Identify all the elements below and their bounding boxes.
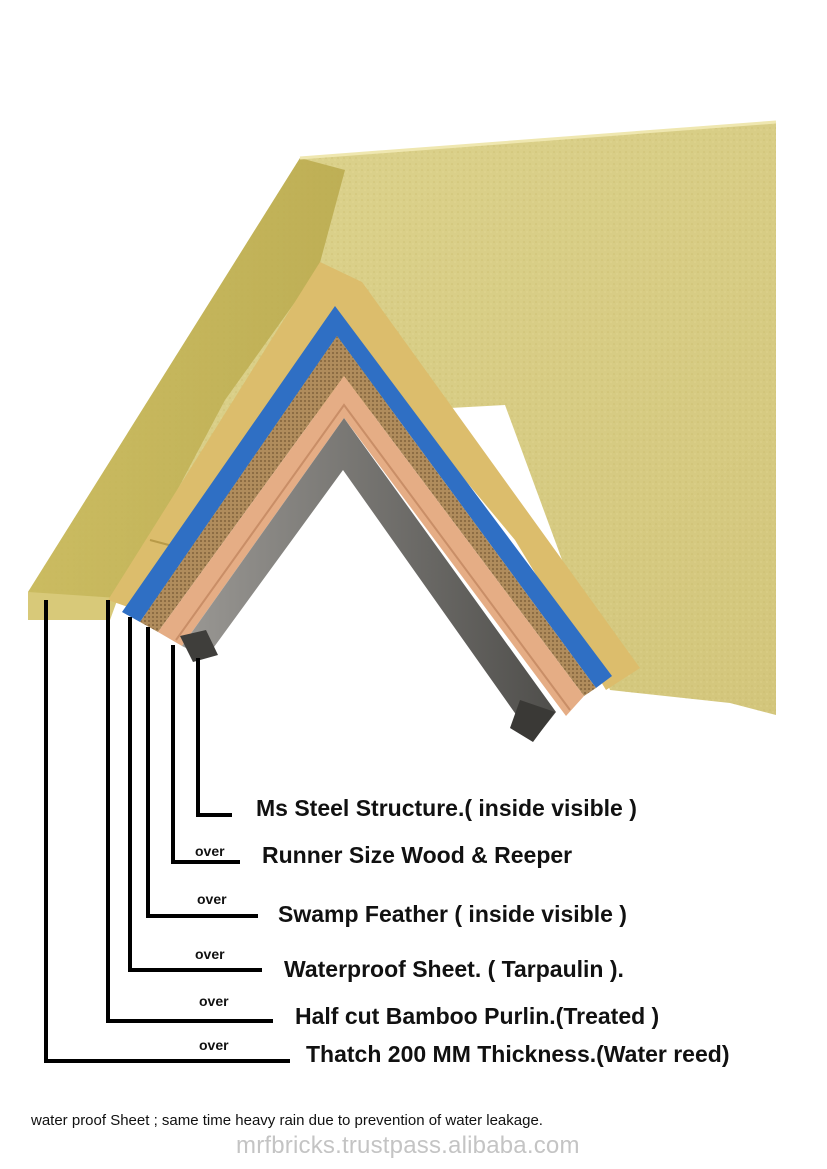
leader-bamboo [106, 600, 273, 1023]
over-label-swamp: over [197, 891, 227, 907]
leader-thatch [44, 600, 290, 1063]
label-bamboo-purlin: Half cut Bamboo Purlin.(Treated ) [295, 1003, 659, 1029]
over-label-thatch: over [199, 1037, 229, 1053]
runner-wood-edge [175, 403, 571, 711]
label-steel-structure: Ms Steel Structure.( inside visible ) [256, 795, 637, 821]
label-runner-wood: Runner Size Wood & Reeper [262, 842, 572, 868]
thatch-ridge-edge [299, 120, 777, 160]
label-waterproof-sheet: Waterproof Sheet. ( Tarpaulin ). [284, 956, 624, 982]
leader-swamp [146, 627, 258, 918]
footnote-text: water proof Sheet ; same time heavy rain… [31, 1112, 543, 1129]
leader-runner [171, 645, 240, 864]
over-labels: over over over over over [195, 843, 229, 1053]
layer-labels: Ms Steel Structure.( inside visible ) Ru… [256, 795, 729, 1067]
over-label-bamboo: over [199, 993, 229, 1009]
over-label-tarpaulin: over [195, 946, 225, 962]
steel-tube-end-left [180, 630, 218, 662]
steel-tube-end-right [510, 700, 555, 742]
label-thatch: Thatch 200 MM Thickness.(Water reed) [306, 1041, 729, 1067]
leader-lines [44, 600, 290, 1063]
thatch-texture [28, 122, 776, 715]
thatch-left-slope [28, 158, 345, 620]
roof-illustration [28, 120, 777, 742]
leader-tarpaulin [128, 617, 262, 972]
watermark-text: mrfbricks.trustpass.alibaba.com [236, 1132, 580, 1159]
tarpaulin-layer [122, 306, 612, 688]
label-swamp-feather: Swamp Feather ( inside visible ) [278, 901, 627, 927]
leader-steel [196, 658, 232, 817]
thatch-eave [28, 592, 118, 620]
over-label-runner: over [195, 843, 225, 859]
